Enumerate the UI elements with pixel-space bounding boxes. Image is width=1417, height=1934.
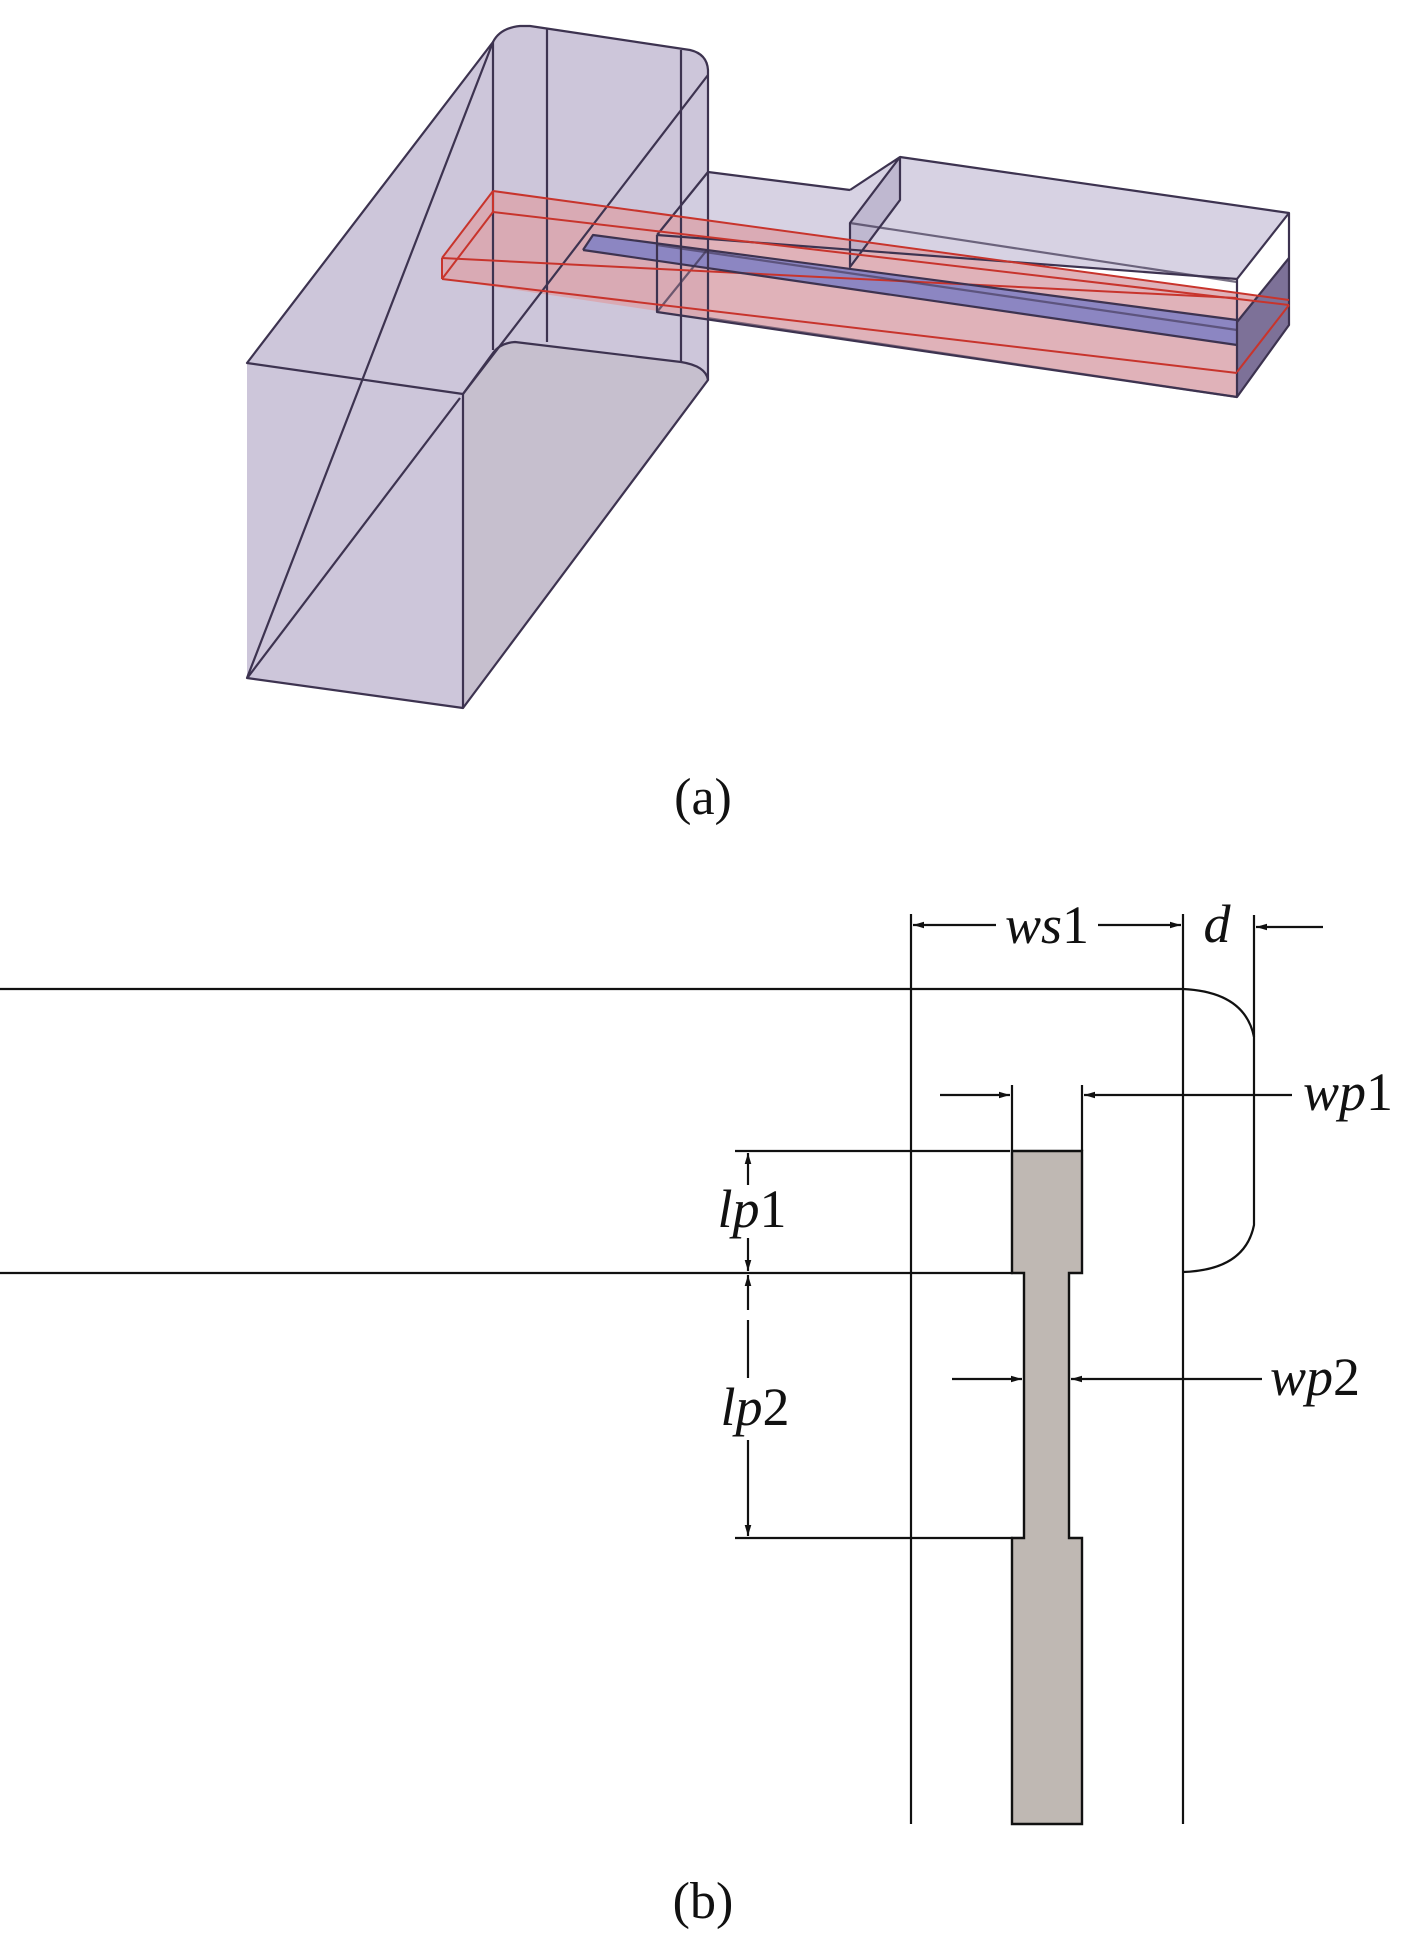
label-lp2-index: 2 bbox=[763, 1377, 790, 1437]
panel-b-dimension-drawing: ws1 d wp1 l bbox=[0, 894, 1393, 1930]
caption-b: (b) bbox=[673, 1873, 734, 1930]
label-lp1-index: 1 bbox=[760, 1179, 787, 1239]
dimension-d: d bbox=[1204, 894, 1323, 1037]
svg-text:wp1: wp1 bbox=[1303, 1062, 1393, 1122]
caption-a: (a) bbox=[674, 769, 732, 826]
label-lp2-italic: lp bbox=[720, 1377, 762, 1437]
label-wp2-index: 2 bbox=[1333, 1347, 1360, 1407]
waveguide-side-face bbox=[463, 342, 708, 708]
step-block bbox=[850, 157, 900, 267]
svg-text:wp2: wp2 bbox=[1270, 1347, 1360, 1407]
svg-text:lp1: lp1 bbox=[717, 1179, 786, 1239]
label-lp1-italic: lp bbox=[717, 1179, 759, 1239]
label-wp2-italic: wp bbox=[1270, 1347, 1333, 1407]
label-d: d bbox=[1204, 894, 1232, 954]
panel-a-3d-model: (a) bbox=[245, 24, 1291, 826]
dimension-wp1: wp1 bbox=[940, 1062, 1393, 1151]
label-ws1-index: 1 bbox=[1062, 895, 1089, 955]
dimension-ws1: ws1 bbox=[913, 895, 1181, 955]
probe-strip bbox=[583, 235, 1237, 345]
label-wp1-index: 1 bbox=[1366, 1062, 1393, 1122]
probe-shape bbox=[1010, 1149, 1084, 1826]
dimension-wp2: wp2 bbox=[952, 1347, 1360, 1407]
svg-text:ws1: ws1 bbox=[1005, 895, 1089, 955]
label-wp1-italic: wp bbox=[1303, 1062, 1366, 1122]
dimension-lp: lp1 lp2 bbox=[717, 1149, 1013, 1540]
arm-end-face bbox=[1237, 258, 1289, 397]
arm-waveguide-top bbox=[657, 157, 1289, 279]
svg-text:lp2: lp2 bbox=[720, 1377, 789, 1437]
arm-edges bbox=[655, 155, 1291, 399]
label-ws1-italic: ws bbox=[1005, 895, 1062, 955]
substrate-edges bbox=[441, 190, 1290, 374]
probe-strip-edges bbox=[582, 233, 1238, 347]
rounded-corner-outline bbox=[1182, 987, 1256, 1274]
